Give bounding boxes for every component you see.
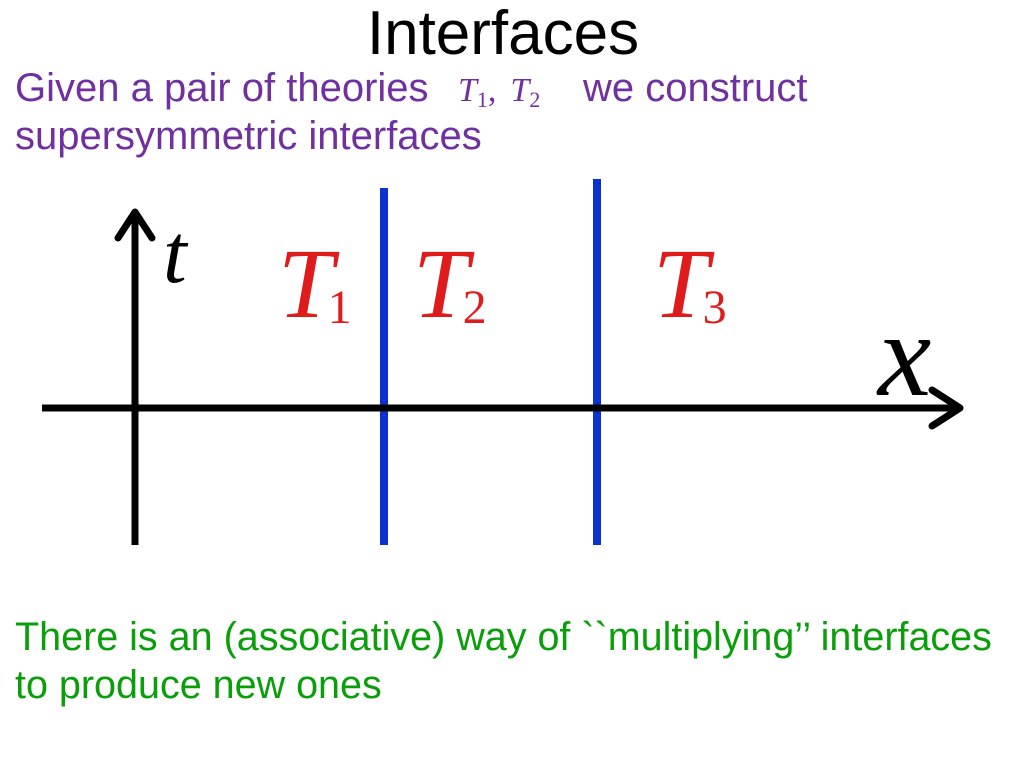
region-label-3: T3 <box>653 234 727 358</box>
region-label-2: T2 <box>413 234 487 358</box>
theory-2-subscript: 2 <box>529 87 541 112</box>
intro-text-before: Given a pair of theories <box>15 66 429 110</box>
space-axis-arrowhead <box>928 386 964 430</box>
intro-text-after: we construct <box>583 66 808 110</box>
note-line-2: to produce new ones <box>15 663 382 707</box>
region-2-subscript: 2 <box>462 281 487 334</box>
intro-theories-math: T1,T2 <box>458 64 540 124</box>
intro-text-line-2: supersymmetric interfaces <box>15 114 482 158</box>
region-1-letter: T <box>278 228 334 339</box>
region-label-1: T1 <box>278 234 352 358</box>
region-3-letter: T <box>653 228 709 339</box>
intro-line-2: supersymmetric interfaces <box>0 112 1024 160</box>
region-2-letter: T <box>413 228 469 339</box>
intro-line-1: Given a pair of theories T1,T2 we constr… <box>0 64 1024 112</box>
slide-title: Interfaces <box>366 0 640 68</box>
space-axis-label: x <box>878 288 932 421</box>
theory-1-subscript: 1 <box>476 87 488 112</box>
theory-separator: , <box>487 72 497 109</box>
time-axis-label: t <box>163 207 187 301</box>
region-3-subscript: 3 <box>702 281 727 334</box>
region-1-subscript: 1 <box>327 281 352 334</box>
time-axis-arrowhead <box>114 208 156 242</box>
theory-1-letter: T <box>458 72 477 109</box>
note-line-1: There is an (associative) way of ``multi… <box>15 615 992 659</box>
theory-2-letter: T <box>510 72 530 109</box>
